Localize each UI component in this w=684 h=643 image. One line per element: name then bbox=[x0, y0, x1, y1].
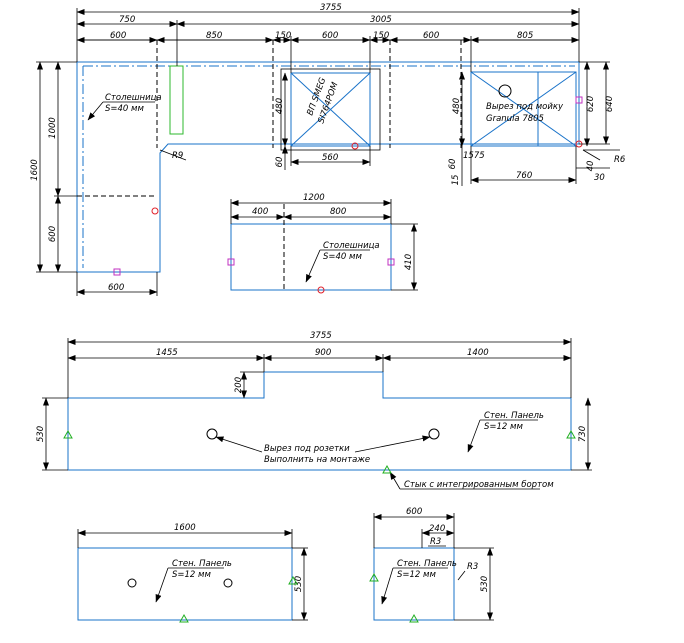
wall-part3: 1400 bbox=[467, 348, 489, 358]
dim-sink-h3: 15 bbox=[451, 175, 461, 186]
wall-step: 200 bbox=[234, 377, 244, 393]
wall-overall: 3755 bbox=[310, 331, 332, 341]
sink-label-1: Вырез под мойку bbox=[486, 102, 564, 112]
red-circle-marker bbox=[351, 142, 359, 150]
small-part2: 800 bbox=[330, 207, 346, 217]
joint-label: Стык с интегрированным бортом bbox=[404, 480, 554, 490]
countertop-label-title: Столешница bbox=[105, 93, 162, 103]
panel-1600-height: 530 bbox=[294, 576, 304, 592]
panel-600-part: 240 bbox=[429, 524, 445, 534]
hob-cutout bbox=[290, 72, 371, 147]
countertop-centerline bbox=[82, 65, 575, 268]
wall-height-left: 530 bbox=[36, 426, 46, 442]
sink-label-2: Granula 7805 bbox=[486, 114, 544, 124]
small-label-thk: S=40 мм bbox=[323, 252, 362, 262]
hob-cross bbox=[290, 72, 371, 147]
dim-sink-w: 760 bbox=[516, 171, 532, 181]
panel-600-outline bbox=[373, 547, 455, 621]
magenta-square-marker bbox=[113, 268, 121, 276]
dim-sink-side1: 620 bbox=[586, 96, 596, 112]
wall-part1: 1455 bbox=[156, 348, 178, 358]
sink-cutout bbox=[470, 71, 577, 147]
sink-cross bbox=[470, 71, 577, 147]
panel-600-label-thk: S=12 мм bbox=[397, 570, 436, 580]
panel-1600-label-thk: S=12 мм bbox=[172, 570, 211, 580]
wall-part2: 900 bbox=[315, 348, 331, 358]
green-triangle-marker bbox=[382, 464, 392, 474]
dim-sink-h2: 60 bbox=[448, 159, 458, 170]
socket-hole bbox=[223, 578, 233, 588]
dim-sink-h1: 480 bbox=[452, 98, 462, 114]
green-marker bbox=[169, 65, 184, 135]
green-triangle-marker bbox=[63, 429, 73, 439]
panel-1600: 1600 530 Стен. Панель S=12 мм bbox=[77, 523, 308, 623]
hob-zone bbox=[280, 68, 381, 151]
red-circle-marker bbox=[317, 286, 325, 294]
socket-hole-right bbox=[428, 428, 440, 440]
socket-hole bbox=[127, 578, 137, 588]
magenta-square-marker bbox=[387, 258, 395, 266]
radius-left-label: R9 bbox=[172, 151, 183, 161]
small-countertop-outline bbox=[230, 223, 392, 291]
green-triangle-marker bbox=[288, 575, 298, 585]
dim-seg1: 600 bbox=[110, 31, 126, 41]
top-plan: 3755 750 3005 600 850 150 600 150 600 80… bbox=[30, 3, 626, 296]
dim-hob-h1: 480 bbox=[275, 98, 285, 114]
panel-600-height: 530 bbox=[480, 576, 490, 592]
wall-panel: 3755 1455 900 1400 200 530 730 Вырез под… bbox=[36, 331, 592, 490]
socket-hole-left bbox=[206, 428, 218, 440]
dim-hob-h2: 60 bbox=[275, 157, 285, 168]
panel-1600-label-title: Стен. Панель bbox=[172, 559, 232, 569]
panel-1600-width: 1600 bbox=[174, 523, 196, 533]
countertop-label-thk: S=40 мм bbox=[105, 104, 144, 114]
wall-panel-label-title: Стен. Панель bbox=[484, 411, 544, 421]
dim-sink-side3: 40 bbox=[586, 161, 596, 172]
panel-600: 600 240 R3 R3 530 Стен. Панель S=12 мм bbox=[369, 507, 494, 623]
magenta-square-marker bbox=[575, 96, 583, 104]
red-circle-marker bbox=[151, 207, 159, 215]
dim-seg3: 150 bbox=[275, 31, 291, 41]
small-part1: 400 bbox=[252, 207, 268, 217]
panel-600-r-top: R3 bbox=[430, 537, 441, 547]
magenta-square-marker bbox=[227, 258, 235, 266]
green-triangle-marker bbox=[369, 572, 379, 582]
dim-seg2: 850 bbox=[206, 31, 222, 41]
wall-height-right: 730 bbox=[578, 426, 588, 442]
countertop-outline bbox=[76, 61, 580, 273]
dim-sink-offset: 1575 bbox=[463, 151, 485, 161]
panel-600-r-side: R3 bbox=[467, 562, 478, 572]
dim-right-part: 3005 bbox=[370, 15, 392, 25]
small-overall: 1200 bbox=[303, 193, 325, 203]
sink-drain-hole bbox=[498, 84, 512, 98]
small-height: 410 bbox=[404, 254, 414, 270]
dim-seg7: 805 bbox=[517, 31, 533, 41]
green-triangle-marker bbox=[566, 429, 576, 439]
green-triangle-marker bbox=[409, 613, 419, 623]
dim-sink-side4: 30 bbox=[594, 173, 605, 183]
green-triangle-marker bbox=[179, 613, 189, 623]
dim-overall: 3755 bbox=[320, 3, 342, 13]
dim-seg6: 600 bbox=[423, 31, 439, 41]
dim-left-upper: 1000 bbox=[48, 117, 58, 139]
panel-600-width: 600 bbox=[406, 507, 422, 517]
dim-seg5: 150 bbox=[373, 31, 389, 41]
dim-hob-w: 560 bbox=[322, 153, 338, 163]
wall-panel-outline bbox=[67, 371, 572, 471]
dim-sink-side2: 640 bbox=[605, 96, 615, 112]
wall-panel-label-thk: S=12 мм bbox=[484, 422, 523, 432]
dim-left-lower: 600 bbox=[48, 226, 58, 242]
dim-left-part: 750 bbox=[119, 15, 135, 25]
dim-left-total: 1600 bbox=[30, 159, 40, 181]
sockets-label-1: Вырез под розетки bbox=[264, 444, 350, 454]
sockets-label-2: Выполнить на монтаже bbox=[264, 455, 370, 465]
dim-bottom-width: 600 bbox=[108, 283, 124, 293]
panel-600-label-title: Стен. Панель bbox=[397, 559, 457, 569]
dim-seg4: 600 bbox=[322, 31, 338, 41]
radius-right-label: R6 bbox=[614, 155, 626, 165]
small-label-title: Столешница bbox=[323, 241, 380, 251]
small-countertop: 1200 400 800 410 Столешница S=40 мм bbox=[227, 193, 418, 294]
